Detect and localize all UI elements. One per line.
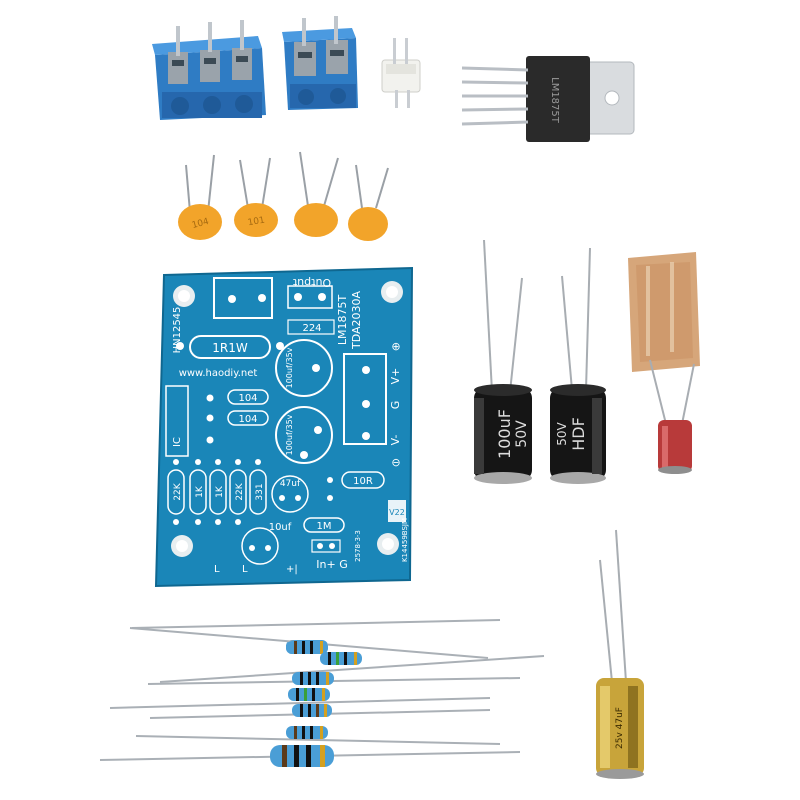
screw-terminal-3pin	[152, 20, 266, 120]
thermal-insulator-pad	[628, 252, 700, 372]
electrolytic-capacitor-small-gold: 25v 47uF	[596, 529, 644, 779]
pcb-website-label: www.haodiy.net	[179, 368, 258, 379]
pcb-resistor-outline: 1K	[209, 469, 227, 515]
pcb-rail-plus-label: V+	[389, 368, 402, 385]
pcb-label-v22: V22	[389, 508, 405, 517]
pcb-label-1m: 1M	[317, 521, 332, 532]
electrolytic-capacitor-large: HDF 50V	[550, 247, 606, 484]
capacitor-brand-label: HDF	[569, 417, 588, 451]
ceramic-capacitors: 104 101	[178, 151, 389, 241]
resistor	[135, 726, 501, 745]
mounting-hole	[173, 285, 195, 307]
resistor-power	[99, 745, 521, 767]
pcb-label-100uf-b: 100uf/35v	[285, 414, 294, 455]
pcb-input-label: In+ G	[316, 558, 347, 571]
pcb-label-1k-b: 1K	[215, 485, 225, 498]
pcb-model-label: HN12545	[172, 307, 183, 354]
pcb-resistor-outline: 331	[249, 469, 267, 515]
ceramic-capacitor-label: 101	[247, 216, 266, 229]
ceramic-capacitor	[294, 151, 339, 237]
pcb-rail-minus-label: V-	[389, 435, 402, 446]
pcb-resistor-outline: 1K	[189, 469, 207, 515]
pcb-rail-g-label: G	[389, 401, 402, 410]
pcb-label-224: 224	[302, 323, 321, 334]
resistor	[129, 619, 501, 659]
capacitor-voltage-label: 50V	[514, 420, 530, 448]
pcb-label-104-b: 104	[238, 414, 257, 425]
mounting-hole	[377, 533, 399, 555]
pcb-label-1r1w: 1R1W	[212, 341, 248, 355]
pcb-label-331: 331	[255, 483, 265, 500]
pcb-rail-plus-symbol: ⊕	[391, 340, 400, 353]
resistor	[147, 672, 521, 685]
ceramic-capacitor-label: 104	[191, 217, 210, 231]
ceramic-capacitor: 101	[234, 157, 278, 237]
pcb-resistor-outline: 22K	[167, 469, 185, 515]
mounting-hole	[381, 281, 403, 303]
pcb-chip-label-2: TDA2030A	[350, 291, 363, 351]
resistor-bundle	[99, 619, 545, 767]
pcb-label-22k-b: 22K	[235, 482, 245, 500]
pcb-label-100uf-a: 100uf/35v	[285, 347, 294, 388]
mounting-hole	[171, 535, 193, 557]
pcb-marker: L	[242, 564, 248, 575]
pcb-label-47uf: 47uf	[280, 479, 301, 489]
pcb-rail-minus-symbol: ⊖	[391, 456, 400, 469]
capacitor-value-label: 100uF	[495, 409, 514, 459]
pcb-label-1k-a: 1K	[195, 485, 205, 498]
pcb-marker: +|	[286, 564, 298, 575]
resistor	[149, 704, 491, 719]
electrolytic-capacitor-large: 100uF 50V	[474, 239, 532, 484]
pcb-label-10r: 10R	[353, 476, 373, 487]
ic-marking: LM1875T	[549, 77, 560, 124]
pcb-label-10uf: 10uf	[269, 522, 292, 533]
pcb-side-code: K14459BSJM	[401, 518, 409, 562]
capacitor-value-label: 25v 47uF	[615, 707, 625, 749]
pin-header-connector	[381, 38, 421, 108]
pcb-resistor-outline: 22K	[229, 469, 247, 515]
pcb-date-code: 2578-3-3	[354, 530, 362, 562]
capacitor-voltage-label: 50V	[555, 421, 569, 445]
ceramic-capacitor	[348, 164, 389, 241]
lm1875-ic: LM1875T	[461, 56, 635, 142]
pcb-output-label: Output	[292, 276, 331, 289]
pcb-board: Output 224 HN12545 1R1W LM1875T TDA2030A…	[154, 266, 414, 588]
pcb-label-22k-a: 22K	[173, 482, 183, 500]
pcb-ic-label: IC	[172, 437, 183, 447]
screw-terminal-2pin	[282, 16, 358, 110]
electrolytic-capacitor-small-red	[649, 359, 695, 474]
pcb-chip-label-1: LM1875T	[336, 295, 349, 346]
resistor	[109, 688, 491, 709]
ceramic-capacitor: 104	[178, 154, 222, 240]
resistor	[159, 652, 545, 683]
pcb-label-104-a: 104	[238, 393, 257, 404]
pcb-marker: L	[214, 564, 220, 575]
